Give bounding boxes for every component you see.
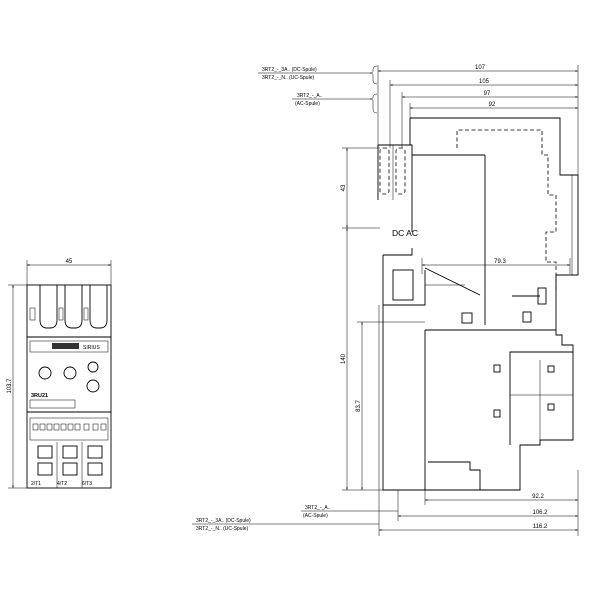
contactor-latch bbox=[461, 312, 473, 324]
aux-screw bbox=[53, 423, 60, 431]
front-load-terminal-upper-3 bbox=[87, 445, 103, 459]
contactor-top-edge bbox=[410, 117, 579, 330]
front-model-label: 3RU21 bbox=[31, 393, 48, 399]
callout-top-ac-line1: 3RT2_-_A.. bbox=[297, 93, 322, 99]
overload-relay-marker-2 bbox=[493, 409, 501, 418]
front-aux-terminal-screws bbox=[32, 423, 107, 431]
front-aux-terminal-row bbox=[29, 417, 109, 441]
callout-bottom-ac-line2: (AC-Spule) bbox=[303, 513, 328, 519]
dimension-label-43: 43 bbox=[341, 184, 347, 191]
callout-top-dc-brace bbox=[369, 65, 378, 85]
front-height-dimension-label: 103.7 bbox=[7, 378, 13, 394]
dimension-label-140: 140 bbox=[341, 353, 347, 364]
aux-screw bbox=[39, 423, 46, 431]
front-dial-1 bbox=[38, 366, 52, 380]
coil-type-label: DC AC bbox=[392, 228, 418, 238]
aux-screw bbox=[67, 423, 74, 431]
front-brand-plate bbox=[52, 343, 79, 349]
contactor-main-terminal bbox=[392, 269, 414, 301]
front-reset-button bbox=[87, 361, 99, 373]
front-label-strip bbox=[29, 340, 109, 353]
aux-screw bbox=[32, 423, 39, 431]
dimension-label-92: 92 bbox=[489, 102, 496, 108]
front-load-terminal-lower-1 bbox=[37, 462, 53, 476]
aux-screw bbox=[60, 423, 67, 431]
bottom-callouts: 3RT2_-_A.. (AC-Spule) 3RT2_-_3A.. (DC-Sp… bbox=[192, 505, 398, 532]
contactor-lever-block bbox=[537, 287, 547, 305]
side-view-body: DC AC bbox=[377, 117, 579, 491]
front-test-button bbox=[86, 379, 100, 393]
dimension-label-97: 97 bbox=[484, 91, 491, 97]
front-setting-plate bbox=[29, 399, 76, 409]
front-load-terminal-upper-1 bbox=[37, 445, 53, 459]
front-terminal-slot-3 bbox=[89, 285, 108, 329]
callout-top-ac-line2: (AC-Spule) bbox=[295, 101, 320, 107]
front-terminal-label-3: 6/T3 bbox=[82, 481, 92, 487]
aux-screw bbox=[92, 423, 99, 431]
front-slot-clip-3 bbox=[83, 307, 89, 321]
overload-relay-marker-1 bbox=[493, 364, 501, 373]
contactor-arc-block bbox=[382, 248, 426, 306]
dimension-label-106-2: 106.2 bbox=[532, 510, 548, 516]
contactor-slope bbox=[424, 267, 481, 296]
front-housing-outline bbox=[26, 284, 112, 489]
front-load-terminal-upper-2 bbox=[62, 445, 78, 459]
dimension-label-83-7: 83.7 bbox=[356, 400, 362, 412]
dimension-label-116-2: 116.2 bbox=[533, 524, 548, 530]
callout-top-dc: 3RT2_-_3A.. (DC-Spule) bbox=[262, 67, 317, 73]
mounting-base bbox=[382, 305, 425, 491]
aux-screw bbox=[74, 423, 81, 431]
front-load-terminal-lower-3 bbox=[87, 462, 103, 476]
overload-relay-button-1 bbox=[547, 365, 555, 373]
front-terminal-label-2: 4/T2 bbox=[57, 481, 67, 487]
callout-bottom-dc: 3RT2_-_3A.. (DC-Spule) bbox=[196, 518, 251, 524]
overload-relay-outline bbox=[424, 330, 574, 491]
overload-relay-terminal-step bbox=[428, 461, 481, 490]
aux-screw bbox=[83, 423, 90, 431]
contactor-clip bbox=[522, 311, 532, 323]
coil-terminal-dc bbox=[379, 147, 390, 195]
front-load-terminal-lower-2 bbox=[62, 462, 78, 476]
front-slot-clip-2 bbox=[58, 307, 64, 321]
front-view: 45 103.7 SIRIUS 3RU21 bbox=[7, 259, 112, 489]
front-width-dimension-label: 45 bbox=[66, 259, 73, 265]
coil-terminal-block bbox=[377, 144, 413, 232]
front-slot-clip-1 bbox=[29, 307, 36, 321]
side-view-dimensions: 107 105 97 92 43 140 83.7 79.3 92.2 106.… bbox=[341, 65, 579, 536]
front-terminal-slot-2 bbox=[64, 285, 83, 329]
aux-screw bbox=[46, 423, 53, 431]
callout-bottom-uc: 3RT2_-_N.. (UC-Spule) bbox=[196, 526, 248, 532]
top-callouts: 3RT2_-_3A.. (DC-Spule) 3RT2_-_N.. (UC-Sp… bbox=[258, 65, 378, 114]
callout-top-uc: 3RT2_-_N.. (UC-Spule) bbox=[262, 75, 314, 81]
overload-relay-front-panel bbox=[509, 351, 573, 445]
front-terminal-slot-1 bbox=[39, 285, 58, 329]
dimension-label-79-3: 79.3 bbox=[494, 259, 506, 265]
dimension-label-105: 105 bbox=[479, 79, 490, 85]
dimension-label-107: 107 bbox=[475, 65, 486, 71]
contactor-alt-outline bbox=[456, 129, 557, 290]
front-dial-2 bbox=[63, 366, 77, 380]
overload-relay-button-2 bbox=[547, 403, 555, 411]
callout-bottom-ac-line1: 3RT2_-_A.. bbox=[305, 505, 330, 511]
dimension-label-92-2: 92.2 bbox=[532, 494, 544, 500]
front-terminal-label-1: 2/T1 bbox=[31, 481, 41, 487]
coil-terminal-ac bbox=[395, 147, 406, 195]
front-series-label: SIRIUS bbox=[83, 345, 100, 351]
callout-top-ac-brace bbox=[369, 93, 378, 114]
aux-screw bbox=[100, 423, 107, 431]
